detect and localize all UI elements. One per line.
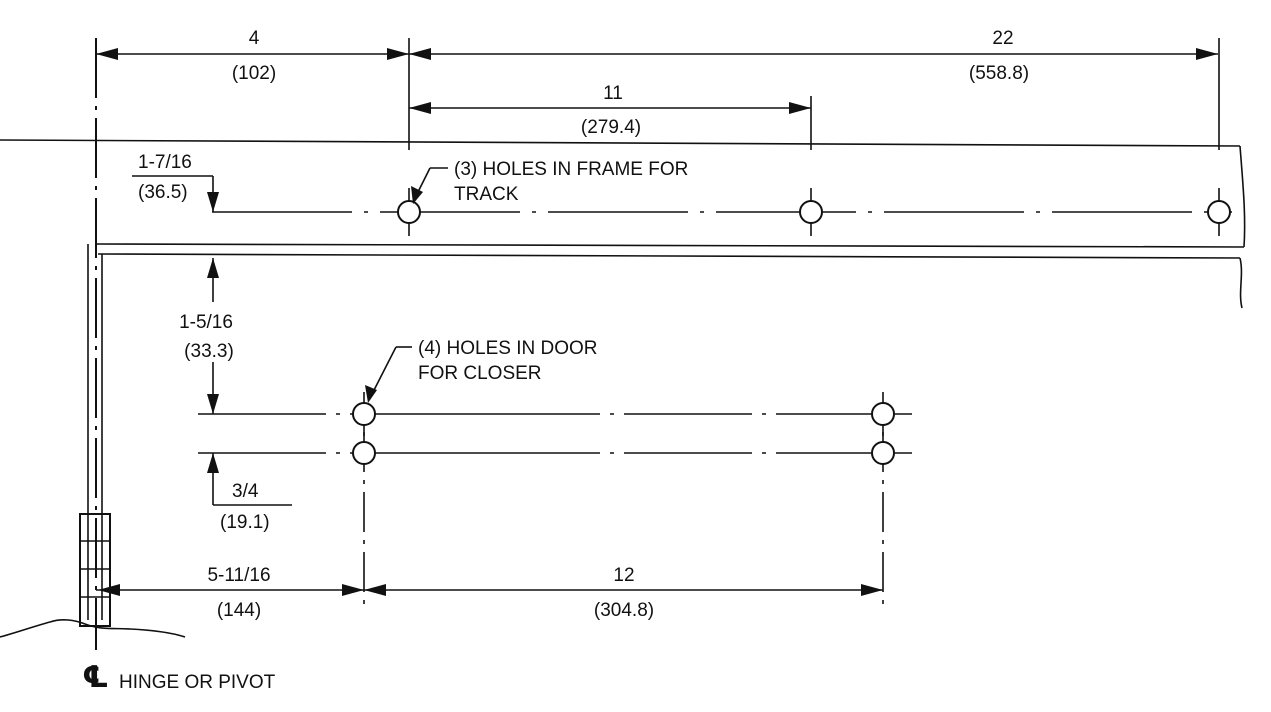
door-hole-3 bbox=[871, 392, 895, 436]
dimension-22 bbox=[409, 48, 1218, 60]
dimension-1-5-16 bbox=[207, 258, 219, 414]
dim-1-5-16-metric: (33.3) bbox=[184, 341, 234, 362]
dim-11-fraction: 11 bbox=[603, 83, 623, 104]
door-hole-1 bbox=[352, 392, 376, 436]
dim-5-11-16-fraction: 5-11/16 bbox=[207, 565, 270, 586]
dimension-11 bbox=[409, 102, 811, 114]
centerline-label: HINGE OR PIVOT bbox=[119, 672, 276, 693]
dim-5-11-16-metric: (144) bbox=[217, 600, 261, 621]
frame-holes-leader bbox=[411, 167, 448, 204]
door-holes-leader bbox=[365, 346, 412, 403]
frame-holes-callout-line2: TRACK bbox=[454, 184, 519, 205]
dim-12-metric: (304.8) bbox=[594, 600, 654, 621]
frame-holes-callout-line1: (3) HOLES IN FRAME FOR bbox=[454, 159, 688, 180]
door-holes-callout-line1: (4) HOLES IN DOOR bbox=[418, 338, 597, 359]
dim-1-7-16-fraction: 1-7/16 bbox=[138, 152, 192, 173]
hinge-edge bbox=[87, 244, 103, 620]
dim-4-fraction: 4 bbox=[249, 28, 260, 49]
dim-3-4-metric: (19.1) bbox=[220, 512, 270, 533]
door-hole-2 bbox=[352, 432, 376, 604]
dimension-3-4 bbox=[207, 453, 292, 506]
dimension-1-7-16 bbox=[132, 175, 219, 212]
dimension-12 bbox=[364, 584, 883, 596]
frame-hole-3 bbox=[1207, 188, 1231, 236]
frame-outline bbox=[0, 139, 1246, 309]
dim-22-fraction: 22 bbox=[992, 28, 1013, 49]
door-hole-4 bbox=[871, 432, 895, 604]
floor-line bbox=[0, 619, 186, 638]
dim-1-7-16-metric: (36.5) bbox=[138, 182, 188, 203]
door-holes-callout-line2: FOR CLOSER bbox=[418, 363, 542, 384]
hinge-block bbox=[79, 513, 111, 627]
frame-hole-2 bbox=[799, 188, 823, 236]
dim-1-5-16-fraction: 1-5/16 bbox=[179, 312, 233, 333]
dimension-4 bbox=[96, 48, 409, 60]
dimension-5-11-16 bbox=[96, 584, 364, 596]
centerline-symbol: ℄ bbox=[82, 660, 109, 695]
dim-11-metric: (279.4) bbox=[581, 117, 641, 138]
frame-hole-1 bbox=[397, 188, 421, 236]
dim-3-4-fraction: 3/4 bbox=[232, 481, 259, 502]
dim-22-metric: (558.8) bbox=[969, 63, 1029, 84]
dim-4-metric: (102) bbox=[232, 63, 276, 84]
dim-12-fraction: 12 bbox=[613, 565, 634, 586]
